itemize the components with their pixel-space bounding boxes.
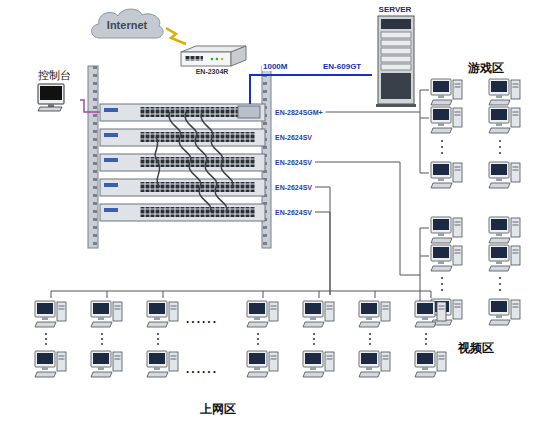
connector bbox=[315, 162, 420, 275]
ellipsis: ...... bbox=[186, 362, 218, 376]
switch: EN-2624SV bbox=[100, 204, 315, 221]
switch: EN-2624SV bbox=[100, 129, 315, 146]
node-text: 视频区 bbox=[458, 340, 494, 357]
switch: EN-2624SV bbox=[100, 179, 315, 196]
node-text: EN-2824SGM+ bbox=[275, 109, 323, 116]
ellipsis: ...... bbox=[186, 312, 218, 326]
router: EN-2304R bbox=[176, 44, 248, 78]
node-text: EN-2304R bbox=[196, 68, 229, 75]
switch-stack bbox=[100, 104, 265, 221]
switch: EN-2824SGM+ bbox=[100, 104, 326, 121]
patch-cables bbox=[155, 112, 233, 212]
zone-group: 上网区 bbox=[22, 295, 477, 420]
node-text: SERVER bbox=[379, 5, 412, 14]
connector bbox=[315, 212, 330, 295]
server-illustration bbox=[376, 16, 416, 107]
node-text: 上网区 bbox=[200, 401, 236, 418]
internet-cloud: Internet bbox=[88, 6, 166, 40]
node-text: EN-2624SV bbox=[275, 184, 312, 191]
router-illustration bbox=[181, 46, 246, 66]
zone-group: 游戏区 bbox=[420, 58, 546, 198]
connector bbox=[315, 187, 330, 295]
connector bbox=[166, 28, 186, 44]
console-illustration bbox=[38, 84, 64, 111]
connector bbox=[326, 112, 420, 113]
node-text: Internet bbox=[107, 19, 147, 31]
connector bbox=[80, 100, 100, 112]
node-text: EN-2624SV bbox=[275, 209, 312, 216]
node-text: EN-2624SV bbox=[275, 134, 312, 141]
module-label: EN-609GT bbox=[322, 62, 362, 71]
node-text: EN-2624SV bbox=[275, 159, 312, 166]
rack bbox=[88, 66, 271, 248]
internet-zone-pcs bbox=[35, 291, 446, 377]
node-text: 游戏区 bbox=[468, 60, 504, 77]
connector bbox=[250, 75, 372, 104]
server: SERVER bbox=[372, 4, 418, 108]
console: 控制台 bbox=[28, 66, 80, 112]
zone-group: 视频区 bbox=[420, 208, 546, 358]
edge-label: 1000M bbox=[262, 62, 288, 71]
node-text: 控制台 bbox=[38, 68, 71, 83]
game-zone-pcs bbox=[420, 79, 520, 188]
switch: EN-2624SV bbox=[100, 154, 315, 171]
